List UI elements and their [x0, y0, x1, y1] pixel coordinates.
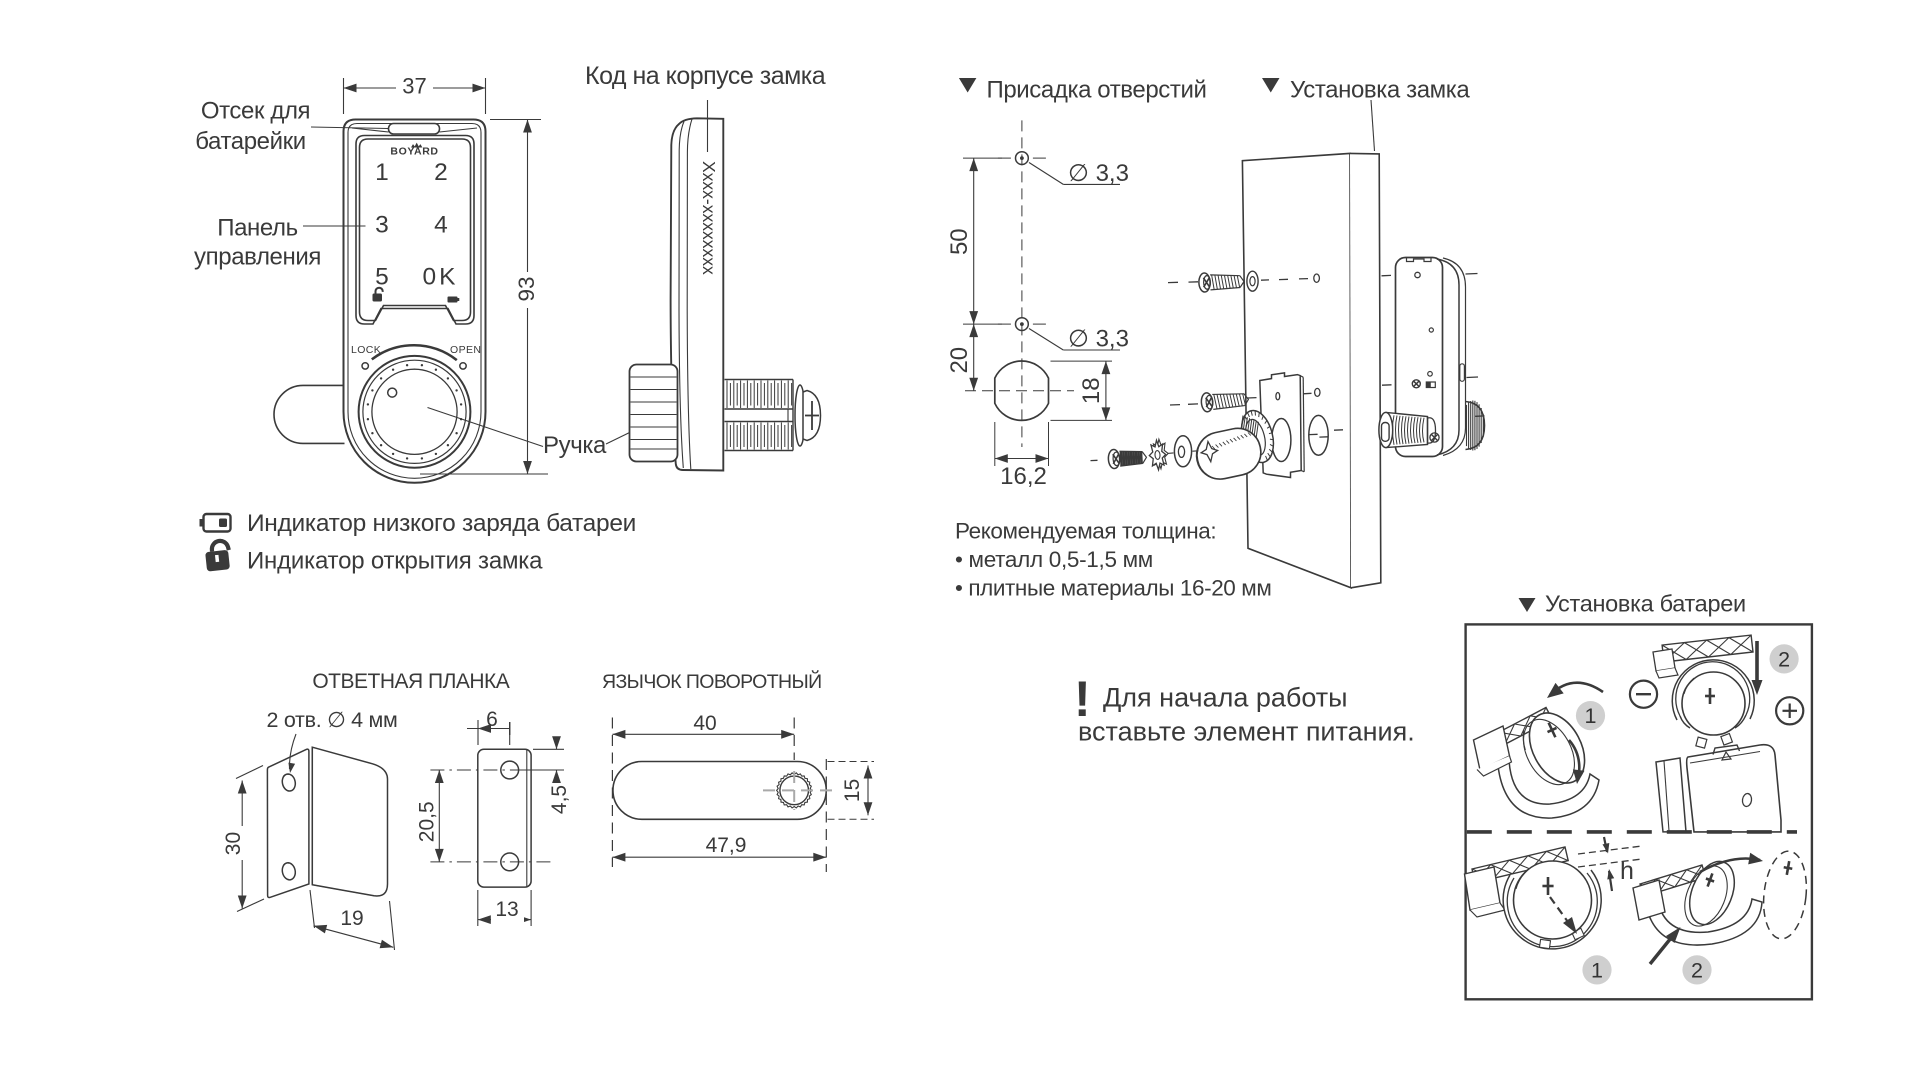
svg-text:Рекомендуемая толщина:: Рекомендуемая толщина: [955, 519, 1216, 544]
svg-text:Отсек для: Отсек для [201, 98, 310, 125]
svg-text:h: h [1620, 857, 1634, 885]
svg-text:ОТВЕТНАЯ ПЛАНКА: ОТВЕТНАЯ ПЛАНКА [312, 670, 509, 693]
svg-text:50: 50 [946, 228, 973, 255]
svg-text:15: 15 [841, 779, 864, 802]
svg-text:2: 2 [1778, 647, 1790, 671]
svg-text:2 отв. ∅ 4 мм: 2 отв. ∅ 4 мм [267, 708, 398, 732]
svg-text:Xxxx-xxxxxxxx: Xxxx-xxxxxxxx [699, 161, 719, 275]
svg-text:19: 19 [340, 907, 363, 930]
svg-text:2: 2 [1691, 958, 1703, 982]
svg-text:∅ 3,3: ∅ 3,3 [1068, 326, 1129, 353]
svg-text:Установка замка: Установка замка [1290, 77, 1470, 104]
svg-text:• плитные материалы 16-20 мм: • плитные материалы 16-20 мм [955, 576, 1271, 601]
svg-text:5: 5 [375, 264, 389, 291]
svg-text:Индикатор открытия замка: Индикатор открытия замка [247, 548, 543, 575]
svg-text:1: 1 [1591, 958, 1603, 982]
svg-text:BOYARD: BOYARD [390, 146, 438, 158]
svg-text:управления: управления [194, 244, 321, 271]
svg-text:Установка батареи: Установка батареи [1545, 591, 1746, 617]
svg-text:40: 40 [693, 712, 716, 735]
svg-text:Присадка отверстий: Присадка отверстий [987, 77, 1207, 104]
svg-text:Ручка: Ручка [543, 432, 607, 459]
svg-text:18: 18 [1078, 377, 1105, 404]
svg-text:Индикатор низкого заряда батар: Индикатор низкого заряда батареи [247, 510, 636, 537]
svg-text:47,9: 47,9 [706, 834, 747, 857]
svg-text:20,5: 20,5 [416, 801, 439, 842]
svg-text:∅ 3,3: ∅ 3,3 [1068, 160, 1129, 187]
svg-text:30: 30 [222, 832, 245, 855]
svg-text:16,2: 16,2 [1000, 463, 1047, 490]
svg-text:• металл 0,5-1,5 мм: • металл 0,5-1,5 мм [955, 547, 1153, 572]
svg-text:ЯЗЫЧОК ПОВОРОТНЫЙ: ЯЗЫЧОК ПОВОРОТНЫЙ [602, 669, 822, 693]
svg-text:2: 2 [434, 159, 448, 186]
svg-text:Код на корпусе замка: Код на корпусе замка [585, 62, 826, 90]
svg-text:37: 37 [402, 74, 426, 99]
svg-text:3: 3 [375, 212, 389, 239]
svg-text:Панель: Панель [217, 215, 298, 242]
svg-text:1: 1 [1585, 704, 1597, 728]
svg-text:Для начала работы: Для начала работы [1103, 683, 1348, 713]
svg-text:4: 4 [434, 212, 448, 239]
svg-text:6: 6 [486, 708, 498, 731]
svg-text:0K: 0K [423, 264, 459, 291]
svg-text:LOCK: LOCK [351, 344, 381, 356]
svg-text:93: 93 [514, 276, 539, 301]
svg-text:OPEN: OPEN [450, 344, 481, 356]
svg-text:вставьте элемент питания.: вставьте элемент питания. [1078, 717, 1415, 747]
svg-text:батарейки: батарейки [195, 128, 306, 155]
svg-text:4,5: 4,5 [548, 785, 571, 814]
svg-text:1: 1 [375, 159, 389, 186]
svg-text:20: 20 [946, 347, 973, 374]
svg-text:!: ! [1074, 671, 1091, 727]
svg-text:13: 13 [495, 898, 518, 921]
